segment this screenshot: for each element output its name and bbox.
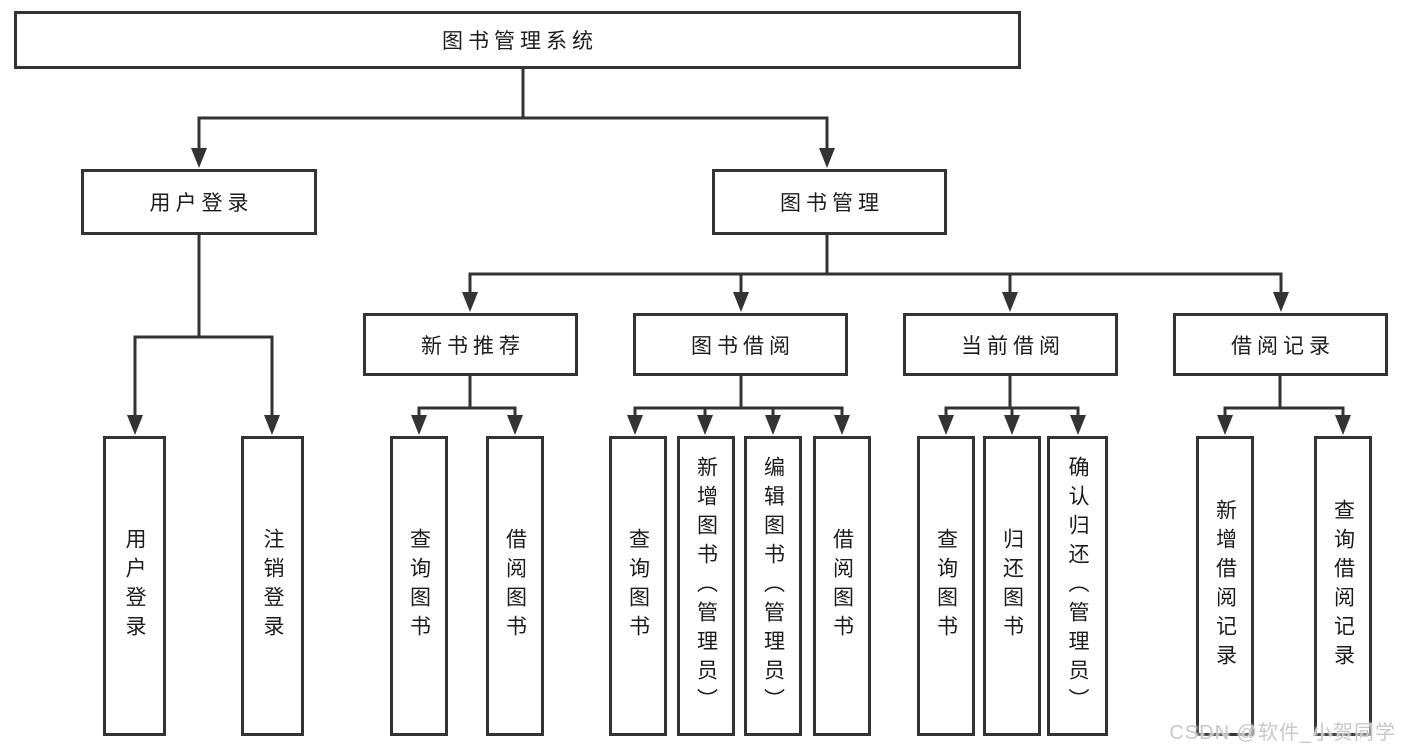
leaf-cb-confirm-return-admin: 确认归还（管理员） xyxy=(1047,436,1108,736)
leaf-bb-edit-books-admin-label: 编辑图书（管理员） xyxy=(761,455,785,717)
leaf-nb-borrow-books-label: 借阅图书 xyxy=(503,528,527,644)
leaf-user-login-label: 用户登录 xyxy=(123,528,146,644)
leaf-bb-add-books-admin-label: 新增图书（管理员） xyxy=(694,455,718,717)
leaf-br-add-record: 新增借阅记录 xyxy=(1196,436,1254,736)
leaf-bb-query-books: 查询图书 xyxy=(609,436,667,736)
node-borrowing-records: 借阅记录 xyxy=(1173,313,1388,376)
node-book-management-label: 图书管理 xyxy=(780,192,884,215)
node-user-login-label: 用户登录 xyxy=(149,192,254,215)
node-new-book-recommendation-label: 新书推荐 xyxy=(421,334,525,358)
root-node: 图书管理系统 xyxy=(14,11,1021,69)
node-borrowing-records-label: 借阅记录 xyxy=(1231,334,1335,358)
leaf-br-add-record-label: 新增借阅记录 xyxy=(1213,499,1237,673)
leaf-nb-query-books-label: 查询图书 xyxy=(407,528,431,644)
leaf-bb-query-books-label: 查询图书 xyxy=(626,528,650,644)
node-book-borrowing: 图书借阅 xyxy=(633,313,848,376)
node-book-borrowing-label: 图书借阅 xyxy=(691,334,795,358)
node-new-book-recommendation: 新书推荐 xyxy=(363,313,578,376)
leaf-cb-return-books-label: 归还图书 xyxy=(1000,528,1024,644)
root-node-label: 图书管理系统 xyxy=(442,30,598,53)
leaf-nb-query-books: 查询图书 xyxy=(390,436,448,736)
leaf-bb-edit-books-admin: 编辑图书（管理员） xyxy=(744,436,802,736)
node-user-login: 用户登录 xyxy=(81,169,317,235)
connector-path xyxy=(133,69,1345,421)
leaf-logout: 注销登录 xyxy=(241,436,304,736)
leaf-logout-label: 注销登录 xyxy=(261,528,284,644)
leaf-user-login: 用户登录 xyxy=(103,436,166,736)
csdn-watermark: CSDN @软件_小贺同学 xyxy=(1169,722,1396,744)
leaf-cb-query-books-label: 查询图书 xyxy=(934,528,958,644)
leaf-br-query-record-label: 查询借阅记录 xyxy=(1331,499,1355,673)
leaf-cb-query-books: 查询图书 xyxy=(917,436,975,736)
leaf-bb-borrow-books-label: 借阅图书 xyxy=(830,528,854,644)
leaf-bb-borrow-books: 借阅图书 xyxy=(813,436,871,736)
node-current-borrowing: 当前借阅 xyxy=(903,313,1118,376)
node-book-management: 图书管理 xyxy=(712,169,947,235)
leaf-cb-return-books: 归还图书 xyxy=(983,436,1041,736)
leaf-bb-add-books-admin: 新增图书（管理员） xyxy=(677,436,735,736)
leaf-nb-borrow-books: 借阅图书 xyxy=(486,436,544,736)
leaf-br-query-record: 查询借阅记录 xyxy=(1314,436,1372,736)
leaf-cb-confirm-return-admin-label: 确认归还（管理员） xyxy=(1066,455,1089,717)
node-current-borrowing-label: 当前借阅 xyxy=(961,334,1065,358)
